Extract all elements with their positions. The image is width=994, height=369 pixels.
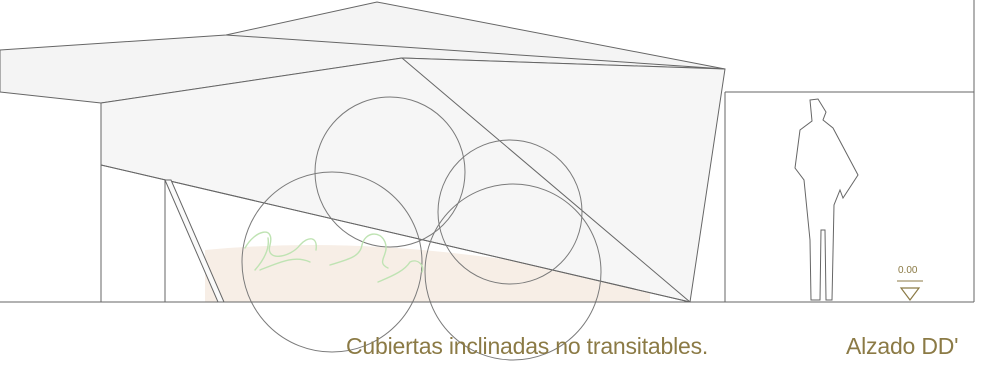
ground-tint — [205, 245, 650, 302]
vegetation-sketch — [244, 231, 424, 283]
roof-edge-3 — [100, 164, 691, 303]
tree-circle — [241, 171, 423, 353]
roof-edge-1 — [225, 34, 726, 70]
roof-lower-facet — [100, 57, 726, 303]
level-marker-label: 0.00 — [898, 265, 918, 276]
tree-circle — [437, 139, 583, 285]
trees — [241, 96, 602, 361]
human-figure-icon — [794, 98, 859, 301]
left-wall — [0, 91, 102, 302]
view-label: Alzado DD' — [846, 333, 959, 359]
drawing-caption: Cubiertas inclinadas no transitables. — [346, 333, 709, 359]
roof-edge-2 — [401, 57, 691, 303]
inclined-column — [164, 179, 225, 303]
tree-circle — [424, 183, 602, 361]
level-triangle-icon — [899, 287, 921, 301]
tree-circle — [314, 96, 466, 248]
